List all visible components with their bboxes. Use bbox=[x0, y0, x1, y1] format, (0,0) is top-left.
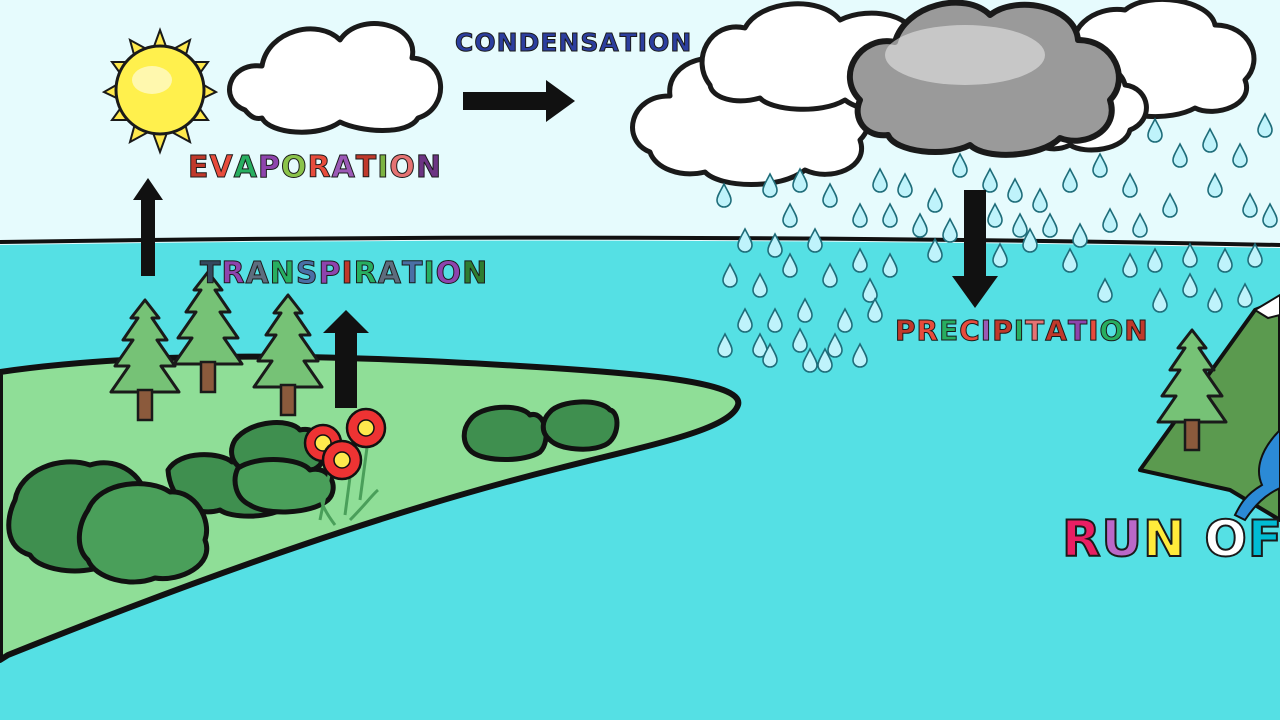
precipitation-label: PRECIPITATION bbox=[895, 314, 1149, 348]
condensation-label: CONDENSATION bbox=[454, 28, 693, 58]
cloud-icon bbox=[227, 21, 444, 135]
transpiration-arrow bbox=[323, 310, 369, 408]
bush-icon bbox=[6, 399, 620, 585]
sun-icon bbox=[101, 27, 219, 155]
evaporation-arrow bbox=[133, 178, 163, 276]
evaporation-label: EVAPORATION bbox=[188, 150, 443, 186]
condensation-arrow bbox=[463, 80, 575, 122]
run-off-label: RUN OFF bbox=[1061, 509, 1280, 569]
transpiration-label: TRANSPIRATION bbox=[199, 256, 489, 292]
storm-cloud-icon bbox=[846, 0, 1122, 158]
flower-icon bbox=[303, 407, 387, 526]
horizon-line bbox=[0, 235, 1280, 247]
precipitation-arrow bbox=[952, 190, 998, 308]
